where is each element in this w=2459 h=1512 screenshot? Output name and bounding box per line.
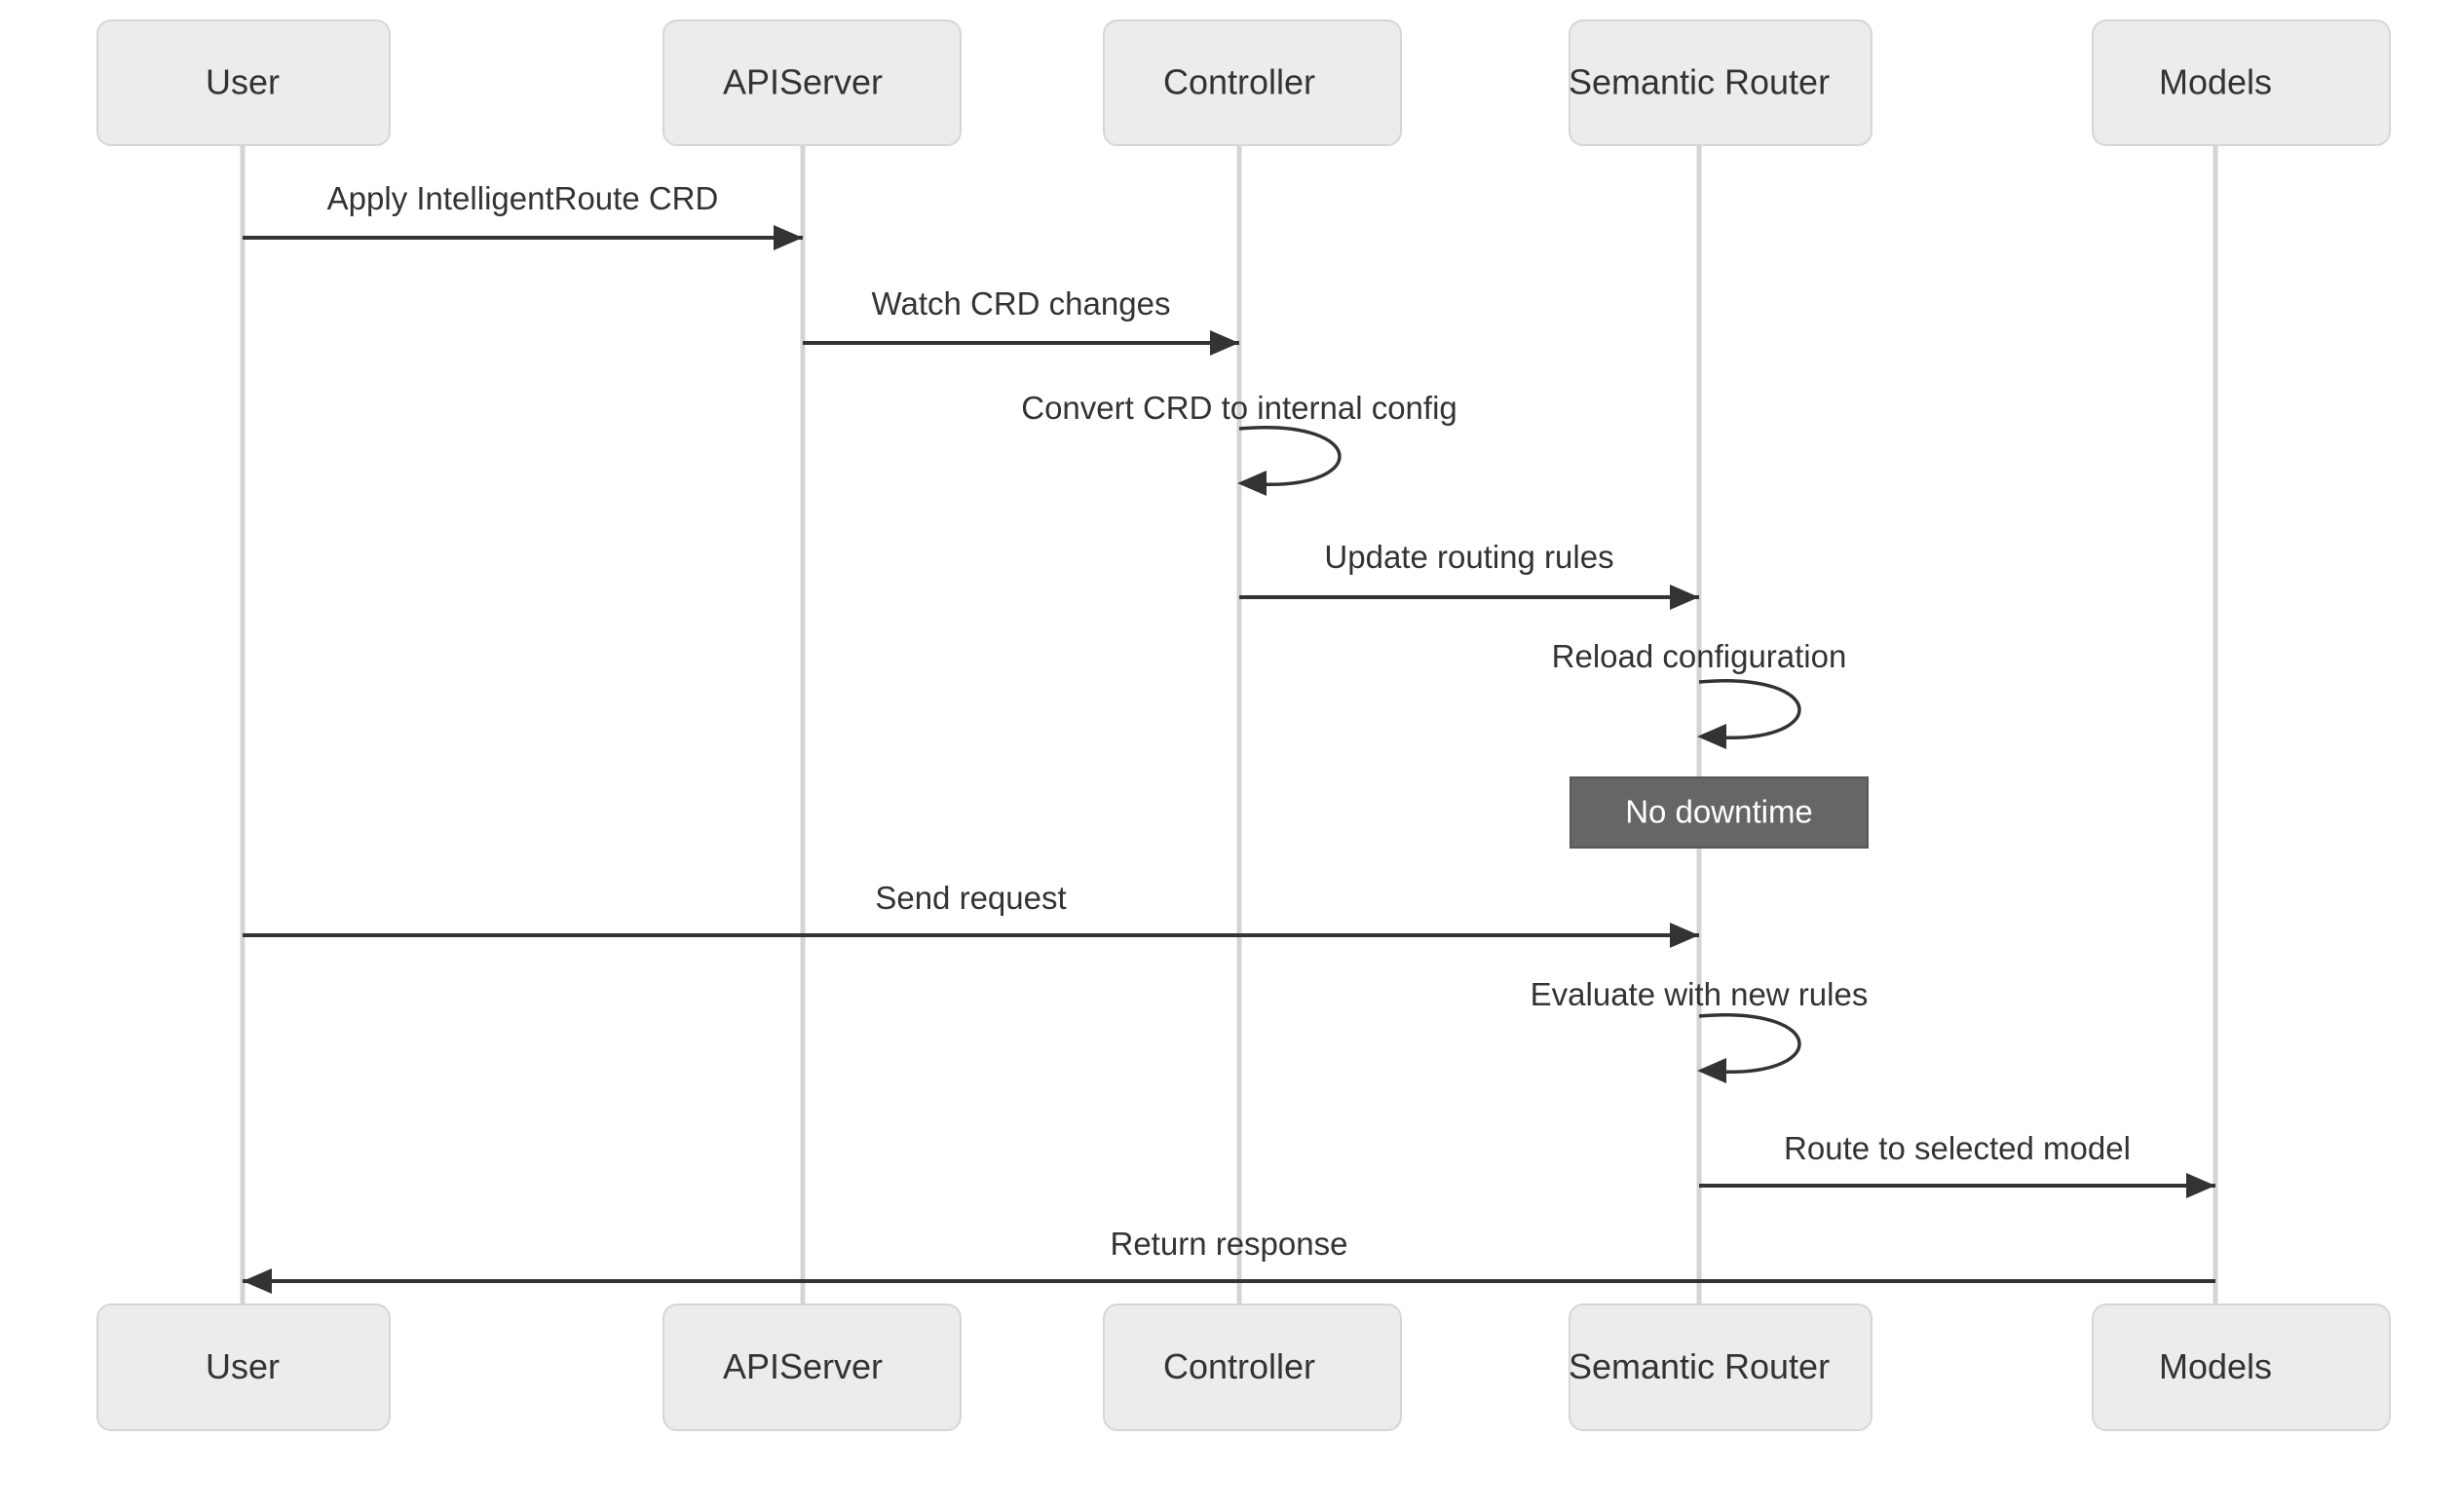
participant-apiserver-top[interactable]: APIServer xyxy=(662,19,962,146)
message-label-m2: Watch CRD changes xyxy=(872,285,1171,321)
participant-label-controller: Controller xyxy=(1163,62,1315,102)
message-label-m3: Convert CRD to internal config xyxy=(1021,390,1457,426)
participant-label-models: Models xyxy=(2159,1346,2272,1386)
message-arrowhead xyxy=(1237,471,1267,496)
messages-layer: Apply IntelligentRoute CRD Watch CRD chan… xyxy=(243,180,2215,1294)
participant-controller-bottom[interactable]: Controller xyxy=(1103,1304,1402,1431)
participant-box-rect xyxy=(662,19,962,146)
message-label-m4: Update routing rules xyxy=(1324,539,1613,575)
participant-models-top[interactable]: Models xyxy=(2092,19,2391,146)
note-rect xyxy=(1570,776,1869,849)
message-m8[interactable]: Route to selected model xyxy=(1699,1130,2215,1198)
message-m5[interactable]: Reload configuration xyxy=(1552,638,1847,749)
message-arrowhead xyxy=(1210,330,1239,356)
notes-layer: No downtime xyxy=(1570,776,1869,849)
message-loop-path xyxy=(1698,679,1801,739)
message-m9[interactable]: Return response xyxy=(243,1226,2215,1294)
message-m4[interactable]: Update routing rules xyxy=(1239,539,1699,610)
participant-box-rect xyxy=(1103,1304,1402,1431)
participant-user-bottom[interactable]: User xyxy=(96,1304,391,1431)
participant-semantic-router-top[interactable]: Semantic Router xyxy=(1569,19,1873,146)
participant-label-semantic-router: Semantic Router xyxy=(1569,1346,1830,1386)
note-n1[interactable]: No downtime xyxy=(1570,776,1869,849)
participant-label-apiserver: APIServer xyxy=(723,1346,883,1386)
note-label: No downtime xyxy=(1625,794,1813,830)
message-arrowhead xyxy=(1697,724,1726,749)
message-loop-path xyxy=(1698,1013,1801,1074)
participant-box-rect xyxy=(2092,1304,2391,1431)
participant-apiserver-bottom[interactable]: APIServer xyxy=(662,1304,962,1431)
participant-label-semantic-router: Semantic Router xyxy=(1569,62,1830,102)
message-arrowhead xyxy=(1697,1058,1726,1083)
message-label-m7: Evaluate with new rules xyxy=(1531,976,1869,1012)
lifelines-layer xyxy=(240,145,2218,1304)
message-m1[interactable]: Apply IntelligentRoute CRD xyxy=(243,180,803,250)
message-m7[interactable]: Evaluate with new rules xyxy=(1531,976,1869,1083)
message-label-m6: Send request xyxy=(875,880,1066,916)
participant-box-rect xyxy=(1569,19,1873,146)
participant-box-rect xyxy=(1569,1304,1873,1431)
participant-semantic-router-bottom[interactable]: Semantic Router xyxy=(1569,1304,1873,1431)
participant-label-apiserver: APIServer xyxy=(723,62,883,102)
message-arrowhead xyxy=(243,1268,272,1294)
message-arrowhead xyxy=(1670,585,1699,610)
participant-models-bottom[interactable]: Models xyxy=(2092,1304,2391,1431)
participant-box-rect xyxy=(96,1304,391,1431)
message-arrowhead xyxy=(774,225,803,250)
participant-user-top[interactable]: User xyxy=(96,19,391,146)
message-m3[interactable]: Convert CRD to internal config xyxy=(1021,390,1457,496)
message-label-m9: Return response xyxy=(1111,1226,1348,1262)
participant-label-models: Models xyxy=(2159,62,2272,102)
message-arrowhead xyxy=(2186,1173,2215,1198)
message-m2[interactable]: Watch CRD changes xyxy=(803,285,1239,356)
participant-box-rect xyxy=(2092,19,2391,146)
participant-box-rect xyxy=(96,19,391,146)
participant-label-user: User xyxy=(206,62,280,102)
participant-label-user: User xyxy=(206,1346,280,1386)
participant-label-controller: Controller xyxy=(1163,1346,1315,1386)
message-label-m8: Route to selected model xyxy=(1784,1130,2131,1166)
message-label-m5: Reload configuration xyxy=(1552,638,1847,674)
participant-box-rect xyxy=(1103,19,1402,146)
message-loop-path xyxy=(1238,426,1342,486)
participants-layer: UserUserAPIServerAPIServerControllerCont… xyxy=(96,19,2391,1431)
message-arrowhead xyxy=(1670,923,1699,948)
message-m6[interactable]: Send request xyxy=(243,880,1699,948)
message-label-m1: Apply IntelligentRoute CRD xyxy=(327,180,719,216)
participant-box-rect xyxy=(662,1304,962,1431)
participant-controller-top[interactable]: Controller xyxy=(1103,19,1402,146)
